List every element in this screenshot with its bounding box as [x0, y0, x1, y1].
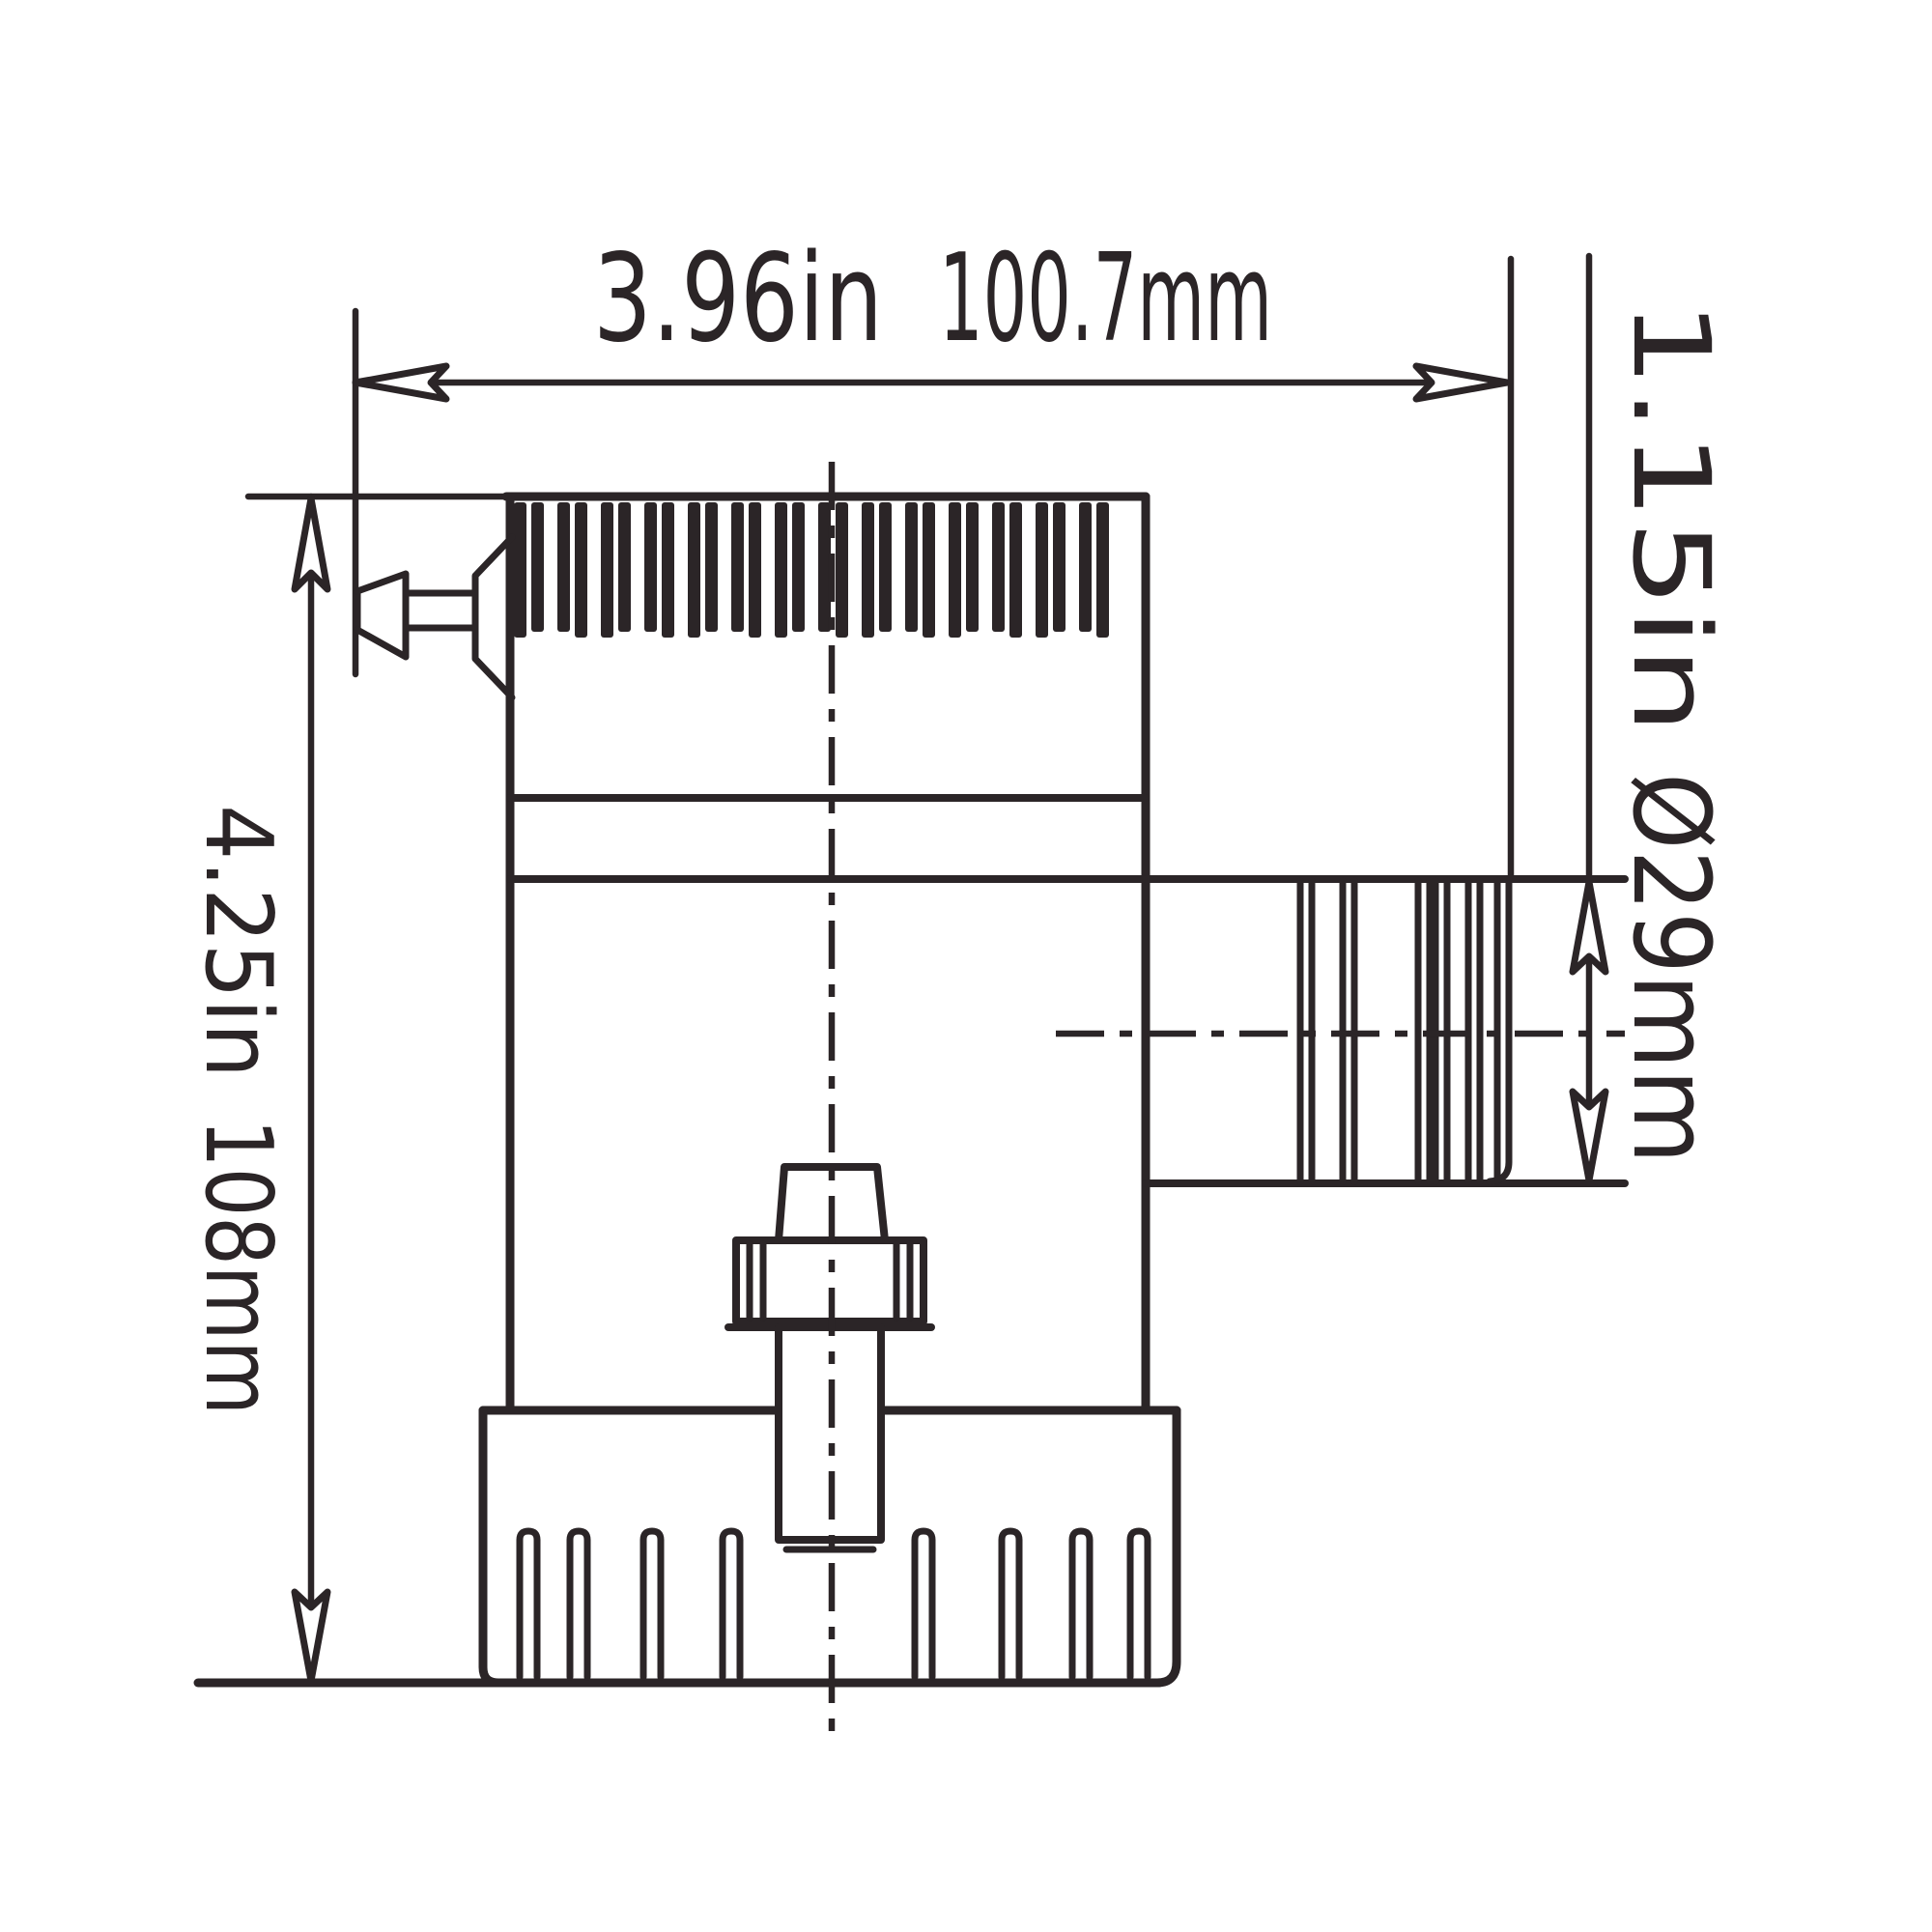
nozzle-flare: [471, 533, 516, 701]
crown-rib: [644, 502, 657, 632]
outlet-label-inches: 1.15in: [1609, 299, 1733, 734]
crown-rib: [1096, 502, 1109, 638]
crown-rib: [862, 502, 874, 638]
strainer-base: [193, 1406, 1181, 1688]
nozzle-neck: [402, 589, 479, 632]
crown-rib: [514, 502, 526, 638]
strainer-slot: [719, 1527, 744, 1681]
height-label-inches: 4.25in: [185, 805, 291, 1078]
crown-rib: [836, 502, 848, 638]
crown-rib: [557, 502, 570, 632]
crown-rib: [688, 502, 700, 638]
crown-rib: [575, 502, 587, 638]
base-left-wall: [478, 1406, 503, 1688]
strainer-slot: [1068, 1527, 1094, 1681]
crown-rib: [618, 502, 631, 632]
base-right-wall: [1152, 1406, 1181, 1688]
crown-rib: [949, 502, 961, 638]
crown-rib: [818, 502, 831, 632]
crown-ribs: [514, 502, 1109, 638]
strainer-slot: [566, 1527, 591, 1681]
crown-rib: [879, 502, 892, 632]
arrowhead-up-icon: [1569, 878, 1609, 976]
strainer-slot: [911, 1527, 936, 1681]
width-label-inches: 3.96in: [593, 227, 883, 369]
arrowhead-left-icon: [352, 362, 450, 403]
nozzle-barb: [354, 570, 410, 661]
strainer-slot: [998, 1527, 1023, 1681]
arrowhead-up-icon: [291, 495, 331, 593]
arrowhead-down-icon: [291, 1588, 331, 1685]
arrowhead-down-icon: [1569, 1088, 1609, 1184]
crown-rib: [1036, 502, 1048, 638]
crown-rib: [992, 502, 1005, 632]
strainer-slot: [516, 1527, 541, 1681]
strainer-slot: [1126, 1527, 1151, 1681]
strainer-slot: [639, 1527, 665, 1681]
crown-rib: [792, 502, 805, 632]
crown-rib: [923, 502, 935, 638]
crown-rib: [905, 502, 918, 632]
crown-rib: [1053, 502, 1065, 632]
strainer-slots: [516, 1527, 1151, 1681]
dimension-outlet: 1.15in Ø29mm: [1507, 252, 1733, 1185]
height-label-mm: 108mm: [185, 1119, 291, 1415]
crown-rib: [966, 502, 979, 632]
vent-nozzle: [354, 533, 516, 701]
outlet-label-mm: Ø29mm: [1609, 773, 1733, 1164]
crown-rib: [1079, 502, 1092, 632]
crown-rib: [601, 502, 613, 638]
dimension-width: 3.96in 100.7mm: [352, 227, 1511, 678]
dimension-height: 4.25in 108mm: [185, 493, 514, 1687]
arrowhead-right-icon: [1412, 362, 1511, 403]
crown-rib: [1009, 502, 1022, 638]
crown-rib: [775, 502, 787, 638]
stud-nut-facets: [746, 1240, 914, 1321]
crown-rib: [662, 502, 674, 638]
crown-rib: [731, 502, 744, 632]
crown-rib: [531, 502, 544, 632]
pump-outline: [193, 462, 1629, 1737]
port-end-face: [1486, 875, 1513, 1185]
width-label-mm: 100.7mm: [939, 227, 1272, 369]
crown-rib: [749, 502, 761, 638]
crown-rib: [705, 502, 718, 632]
